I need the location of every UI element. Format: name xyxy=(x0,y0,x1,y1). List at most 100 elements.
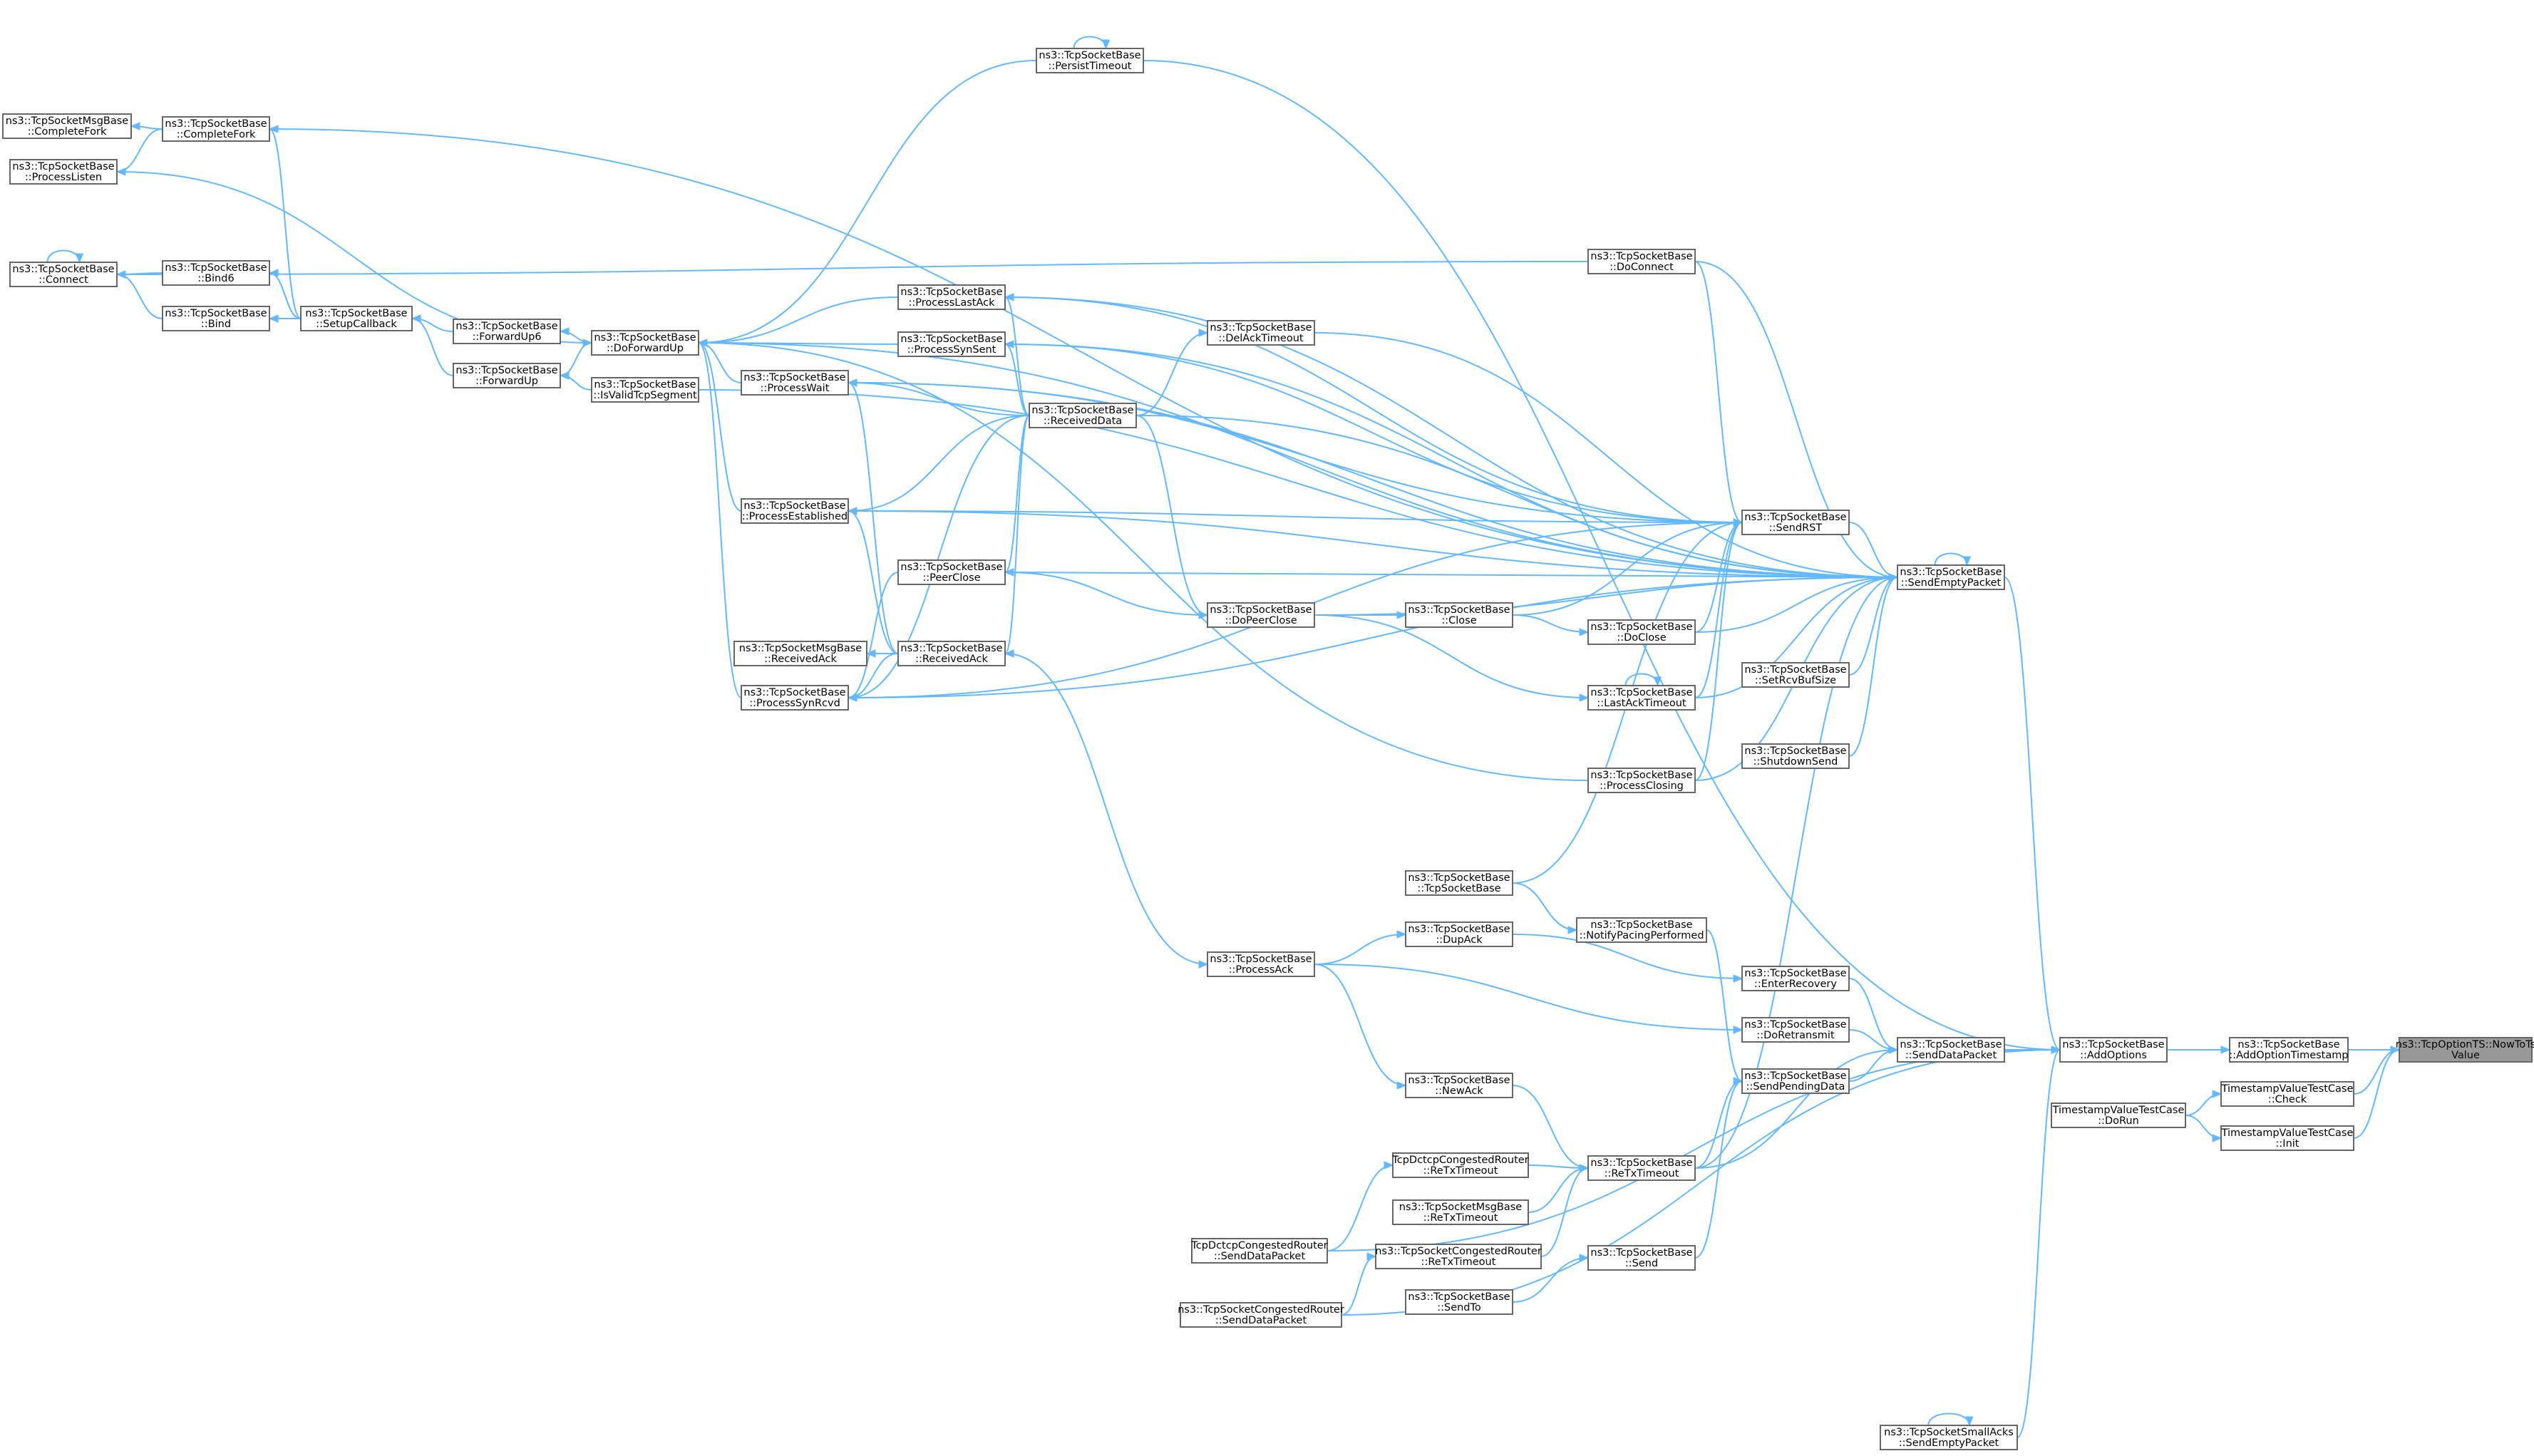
node-shutdown-send[interactable]: ns3::TcpSocketBase::ShutdownSend xyxy=(1741,743,1850,769)
node-send-data-packet[interactable]: ns3::TcpSocketBase::SendDataPacket xyxy=(1897,1037,2005,1063)
node-box xyxy=(9,159,118,185)
node-do-retransmit[interactable]: ns3::TcpSocketBase::DoRetransmit xyxy=(1741,1017,1850,1043)
node-label-line: ns3::TcpSocketBase xyxy=(165,308,267,319)
node-label-line: ns3::TcpSocketBase xyxy=(1408,1291,1510,1303)
node-label-line: ns3::TcpSocketBase xyxy=(1744,968,1846,979)
node-box xyxy=(1587,249,1696,274)
node-received-data[interactable]: ns3::TcpSocketBase::ReceivedData xyxy=(1029,403,1137,428)
arrowhead xyxy=(1733,1026,1744,1034)
node-do-connect[interactable]: ns3::TcpSocketBase::DoConnect xyxy=(1587,249,1696,274)
edge-shutdown-send-to-send-empty-packet xyxy=(1848,573,1899,757)
node-re-tx-timeout[interactable]: ns3::TcpSocketBase::ReTxTimeout xyxy=(1587,1155,1696,1181)
node-close[interactable]: ns3::TcpSocketBase::Close xyxy=(1405,602,1513,628)
node-add-options[interactable]: ns3::TcpSocketBase::AddOptions xyxy=(2059,1037,2168,1063)
arrowhead xyxy=(1733,518,1744,527)
node-label-line: ns3::TcpSocketBase xyxy=(1031,405,1133,416)
edge-process-established-to-do-forward-up xyxy=(697,339,742,512)
node-tv-check[interactable]: TimestampValueTestCase::Check xyxy=(2220,1081,2354,1107)
node-process-wait[interactable]: ns3::TcpSocketBase::ProcessWait xyxy=(741,370,849,396)
node-do-close[interactable]: ns3::TcpSocketBase::DoClose xyxy=(1587,619,1696,645)
node-send-pending-data[interactable]: ns3::TcpSocketBase::SendPendingData xyxy=(1741,1068,1850,1094)
node-label-line: ns3::TcpSocketMsgBase xyxy=(739,643,862,654)
node-dctcp-send-data[interactable]: TcpDctcpCongestedRouter::SendDataPacket xyxy=(1190,1238,1328,1264)
node-congested-send-data[interactable]: ns3::TcpSocketCongestedRouter::SendDataP… xyxy=(1178,1302,1344,1328)
node-dup-ack[interactable]: ns3::TcpSocketBase::DupAck xyxy=(1405,921,1513,947)
node-process-last-ack[interactable]: ns3::TcpSocketBase::ProcessLastAck xyxy=(897,284,1006,310)
arrowhead xyxy=(1198,960,1209,969)
node-box xyxy=(1405,921,1513,947)
node-send-fn[interactable]: ns3::TcpSocketBase::Send xyxy=(1587,1245,1696,1271)
node-label-line: ::ReTxTimeout xyxy=(1423,1212,1498,1224)
edge-do-peer-close-to-send-empty-packet xyxy=(1314,573,1899,616)
node-do-forward-up[interactable]: ns3::TcpSocketBase::DoForwardUp xyxy=(591,330,699,356)
node-persist-timeout[interactable]: ns3::TcpSocketBase::PersistTimeout xyxy=(1036,48,1144,73)
node-set-rcv-buf-size[interactable]: ns3::TcpSocketBase::SetRcvBufSize xyxy=(1741,662,1850,688)
node-del-ack-timeout[interactable]: ns3::TcpSocketBase::DelAckTimeout xyxy=(1207,320,1315,346)
node-box xyxy=(591,330,699,356)
node-box xyxy=(897,331,1006,357)
node-box xyxy=(1405,870,1513,896)
node-new-ack[interactable]: ns3::TcpSocketBase::NewAck xyxy=(1405,1073,1513,1098)
node-send-rst[interactable]: ns3::TcpSocketBase::SendRST xyxy=(1741,510,1850,535)
node-send-empty-packet[interactable]: ns3::TcpSocketBase::SendEmptyPacket xyxy=(1897,564,2005,590)
arrowhead xyxy=(1653,676,1662,687)
node-label-line: ::ReTxTimeout xyxy=(1423,1165,1498,1177)
node-msg-base-complete-fork[interactable]: ns3::TcpSocketMsgBase::CompleteFork xyxy=(2,113,132,139)
node-label-line: ns3::TcpSocketBase xyxy=(594,332,696,344)
node-label-line: ::ProcessAck xyxy=(1229,964,1294,976)
node-process-syn-rcvd[interactable]: ns3::TcpSocketBase::ProcessSynRcvd xyxy=(741,685,849,711)
node-box xyxy=(1405,1073,1513,1098)
node-label-line: ns3::TcpSocketBase xyxy=(455,365,557,376)
node-msg-base-re-tx[interactable]: ns3::TcpSocketMsgBase::ReTxTimeout xyxy=(1392,1199,1529,1225)
node-bind6[interactable]: ns3::TcpSocketBase::Bind6 xyxy=(162,260,270,286)
edge-send-fn-to-send-pending-data xyxy=(1694,1077,1744,1259)
node-process-established[interactable]: ns3::TcpSocketBase::ProcessEstablished xyxy=(741,498,849,524)
edge-do-connect-to-send-rst xyxy=(1694,261,1744,527)
node-bind[interactable]: ns3::TcpSocketBase::Bind xyxy=(162,306,270,331)
node-do-peer-close[interactable]: ns3::TcpSocketBase::DoPeerClose xyxy=(1207,602,1315,628)
node-congested-re-tx[interactable]: ns3::TcpSocketCongestedRouter::ReTxTimeo… xyxy=(1375,1244,1542,1269)
node-label-line: ns3::TcpSocketBase xyxy=(743,687,845,698)
node-dctcp-re-tx[interactable]: TcpDctcpCongestedRouter::ReTxTimeout xyxy=(1391,1152,1529,1178)
edge-notify-pacing-to-send-pending-data xyxy=(1706,929,1744,1085)
node-process-syn-sent[interactable]: ns3::TcpSocketBase::ProcessSynSent xyxy=(897,331,1006,357)
node-tv-init[interactable]: TimestampValueTestCase::Init xyxy=(2220,1125,2354,1151)
node-tv-do-run[interactable]: TimestampValueTestCase::DoRun xyxy=(2051,1103,2186,1128)
node-box xyxy=(897,559,1006,585)
node-process-listen[interactable]: ns3::TcpSocketBase::ProcessListen xyxy=(9,159,118,185)
node-label-line: ::SendEmptyPacket xyxy=(1899,1437,1999,1449)
node-box xyxy=(1392,1152,1529,1178)
arrowhead xyxy=(75,253,84,264)
node-complete-fork[interactable]: ns3::TcpSocketBase::CompleteFork xyxy=(162,116,270,142)
node-send-to[interactable]: ns3::TcpSocketBase::SendTo xyxy=(1405,1289,1513,1315)
arrowhead xyxy=(697,339,708,347)
node-label-line: ::Bind xyxy=(201,319,231,330)
node-setup-callback[interactable]: ns3::TcpSocketBase::SetupCallback xyxy=(300,306,413,331)
node-label-line: TimestampValueTestCase xyxy=(2221,1083,2354,1095)
node-label-line: TcpDctcpCongestedRouter xyxy=(1391,1155,1528,1166)
node-enter-recovery[interactable]: ns3::TcpSocketBase::EnterRecovery xyxy=(1741,966,1850,991)
node-box xyxy=(1587,619,1696,645)
node-notify-pacing[interactable]: ns3::TcpSocketBase::NotifyPacingPerforme… xyxy=(1576,917,1707,943)
node-process-closing[interactable]: ns3::TcpSocketBase::ProcessClosing xyxy=(1587,768,1696,793)
node-box xyxy=(1576,917,1707,943)
node-label-line: ns3::TcpSocketBase xyxy=(165,118,267,130)
arrowhead xyxy=(268,269,279,277)
node-forward-up6[interactable]: ns3::TcpSocketBase::ForwardUp6 xyxy=(453,319,561,344)
node-last-ack-timeout[interactable]: ns3::TcpSocketBase::LastAckTimeout xyxy=(1587,685,1696,711)
node-is-valid-tcp-segment[interactable]: ns3::TcpSocketBase::IsValidTcpSegment xyxy=(591,377,699,403)
node-connect[interactable]: ns3::TcpSocketBase::Connect xyxy=(9,262,118,287)
node-small-acks-send-empty[interactable]: ns3::TcpSocketSmallAcks::SendEmptyPacket xyxy=(1880,1425,2018,1450)
node-tcp-socket-base-ctor[interactable]: ns3::TcpSocketBase::TcpSocketBase xyxy=(1405,870,1513,896)
arrowhead xyxy=(130,122,140,130)
node-box xyxy=(300,306,413,331)
node-add-option-timestamp[interactable]: ns3::TcpSocketBase::AddOptionTimestamp xyxy=(2229,1037,2349,1063)
node-peer-close[interactable]: ns3::TcpSocketBase::PeerClose xyxy=(897,559,1006,585)
node-box xyxy=(1587,768,1696,793)
node-process-ack[interactable]: ns3::TcpSocketBase::ProcessAck xyxy=(1207,951,1315,977)
node-received-ack[interactable]: ns3::TcpSocketBase::ReceivedAck xyxy=(897,641,1006,666)
node-forward-up[interactable]: ns3::TcpSocketBase::ForwardUp xyxy=(453,363,561,388)
node-label-line: ::SendTo xyxy=(1437,1302,1481,1313)
node-msg-base-received-ack[interactable]: ns3::TcpSocketMsgBase::ReceivedAck xyxy=(733,641,867,666)
